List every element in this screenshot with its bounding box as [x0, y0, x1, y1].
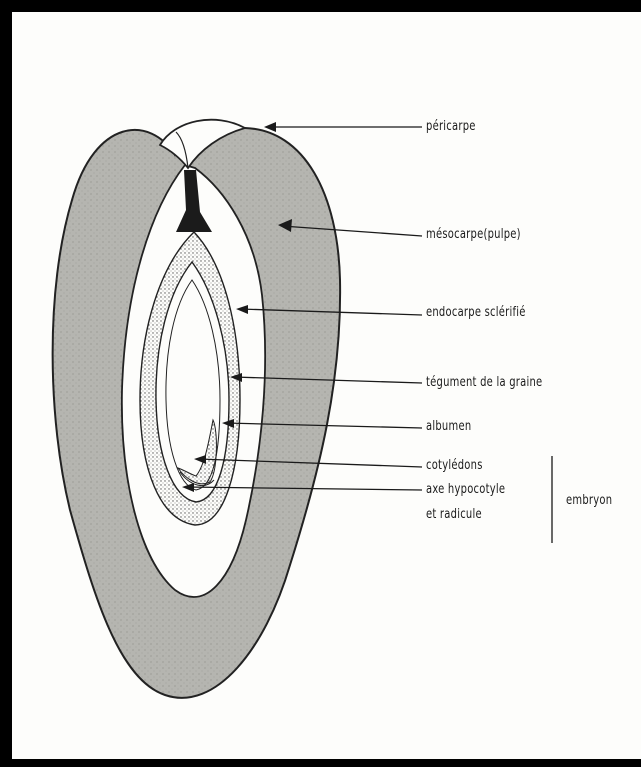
label-mesocarpe: mésocarpe(pulpe)	[426, 226, 521, 242]
label-radicule: et radicule	[426, 506, 482, 522]
label-embryon: embryon	[566, 492, 612, 508]
label-axe-hypocotyle: axe hypocotyle	[426, 481, 505, 497]
label-pericarpe: péricarpe	[426, 118, 476, 134]
label-tegument: tégument de la graine	[426, 374, 542, 390]
label-endocarpe: endocarpe sclérifié	[426, 304, 526, 320]
label-cotyledons: cotylédons	[426, 457, 483, 473]
label-albumen: albumen	[426, 418, 471, 434]
